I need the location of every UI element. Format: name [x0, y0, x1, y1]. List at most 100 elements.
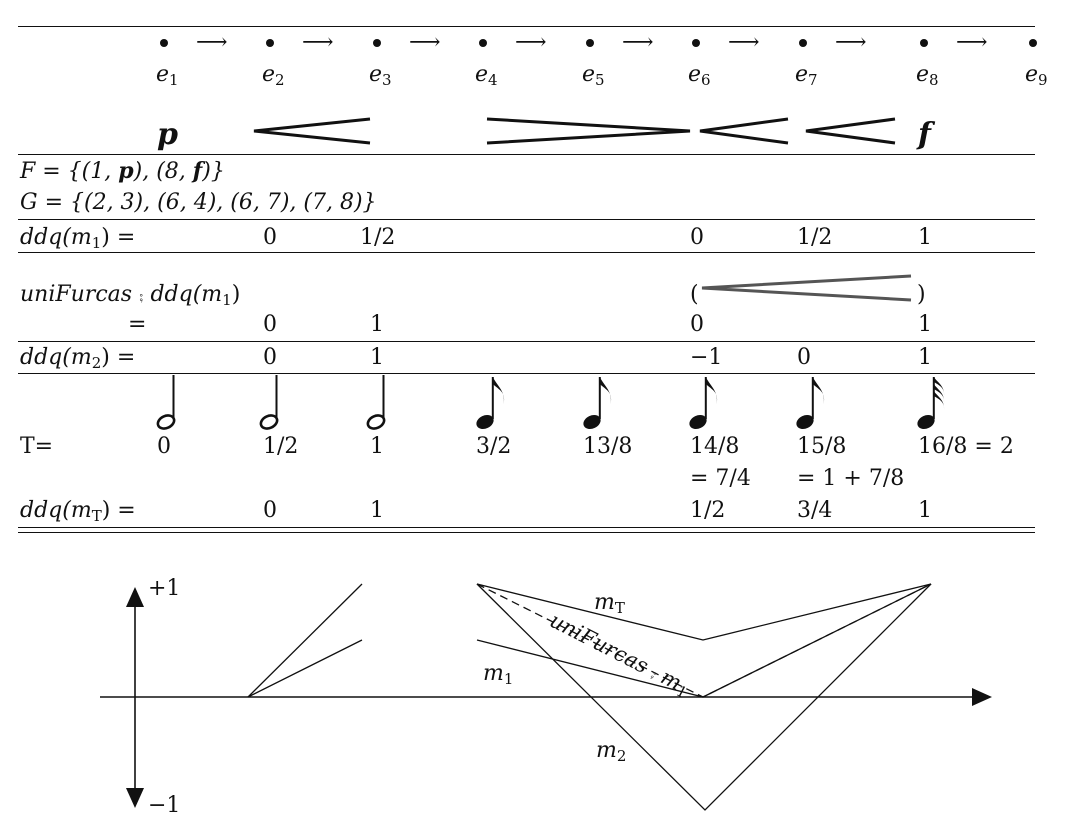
event-label-1: e1: [156, 62, 179, 89]
ddq-mT-value-e3: 1: [370, 498, 384, 523]
y-axis-top-label: +1: [148, 576, 181, 601]
uni-crescendo-hairpin: [701, 274, 912, 302]
rule-bottom-2: [18, 532, 1035, 533]
uni-paren-open: (: [690, 282, 699, 307]
rule-after-ddq-m1: [18, 252, 1035, 253]
curve-m2: [476, 583, 932, 811]
set-F: F = {(1, p), (8, f)}: [20, 158, 225, 184]
ddq-m1-label: ddq(m1) =: [20, 225, 136, 252]
uni-paren-close: ): [917, 282, 926, 307]
eighth-note-icon: [689, 377, 718, 430]
event-dot-7: [799, 39, 807, 47]
eighth-note-icon: [476, 377, 505, 430]
curve-label-m2: m2: [596, 738, 627, 765]
ddq-m2-value-e8: 1: [918, 345, 932, 370]
ddq-m1-value-e6: 0: [690, 225, 704, 250]
rule-bottom-1: [18, 527, 1035, 528]
uni-value-e2: 0: [263, 312, 277, 337]
arrow-7: ⟶: [835, 30, 867, 55]
ddq-m1-value-e3: 1/2: [360, 225, 396, 250]
T-extra-e6: = 7/4: [690, 466, 751, 491]
event-label-4: e4: [475, 62, 498, 89]
T-extra-e7: = 1 + 7/8: [797, 466, 905, 491]
rule-after-sets: [18, 219, 1035, 220]
T-value-e8: 16/8 = 2: [918, 434, 1014, 459]
uni-hairpin: [701, 274, 912, 302]
event-dot-6: [692, 39, 700, 47]
event-label-3: e3: [369, 62, 392, 89]
ddq-m1-value-e7: 1/2: [797, 225, 833, 250]
ddq-mT-value-e6: 1/2: [690, 498, 726, 523]
uni-value-e6: 0: [690, 312, 704, 337]
y-axis-bottom-label: −1: [148, 793, 181, 818]
crescendo-hairpin-1: [253, 117, 371, 145]
rule-after-ddq-m2: [18, 373, 1035, 374]
decrescendo-hairpin: [486, 117, 691, 145]
event-dot-4: [479, 39, 487, 47]
event-label-2: e2: [262, 62, 285, 89]
rule-after-dynamics: [18, 154, 1035, 155]
event-label-9: e9: [1025, 62, 1048, 89]
event-dot-5: [586, 39, 594, 47]
ddq-m2-value-e3: 1: [370, 345, 384, 370]
arrow-4: ⟶: [515, 30, 547, 55]
half-note-icon: [366, 375, 386, 430]
event-dot-2: [266, 39, 274, 47]
T-label: T=: [20, 434, 54, 459]
ddq-m2-label: ddq(m2) =: [20, 345, 136, 372]
dynamic-f: f: [918, 117, 931, 152]
event-label-8: e8: [916, 62, 939, 89]
uni-value-e8: 1: [918, 312, 932, 337]
arrow-8: ⟶: [956, 30, 988, 55]
T-value-e1: 0: [157, 434, 171, 459]
note-row: [156, 375, 945, 430]
y-axis-arrow-down-icon: [126, 788, 144, 808]
half-note-icon: [259, 375, 279, 430]
eighth-note-icon: [796, 377, 825, 430]
crescendo-hairpin-3: [805, 117, 896, 145]
half-note-icon: [156, 375, 176, 430]
T-value-e6: 14/8: [690, 434, 740, 459]
event-dots: [160, 39, 1037, 47]
arrow-6: ⟶: [728, 30, 760, 55]
T-value-e5: 13/8: [583, 434, 633, 459]
curve-label-m1: m1: [483, 661, 514, 688]
rule-top: [18, 26, 1035, 27]
event-label-5: e5: [582, 62, 605, 89]
event-dot-3: [373, 39, 381, 47]
event-label-6: e6: [688, 62, 711, 89]
ddq-m1-value-e8: 1: [918, 225, 932, 250]
T-value-e4: 3/2: [476, 434, 512, 459]
dynamic-p: p: [157, 117, 178, 152]
arrow-5: ⟶: [622, 30, 654, 55]
T-value-e3: 1: [370, 434, 384, 459]
y-axis-arrow-up-icon: [126, 587, 144, 607]
arrow-3: ⟶: [409, 30, 441, 55]
crescendo-hairpin-2: [699, 117, 789, 145]
ddq-m1-value-e2: 0: [263, 225, 277, 250]
arrow-1: ⟶: [196, 30, 228, 55]
ddq-mT-value-e7: 3/4: [797, 498, 833, 523]
uni-value-e3: 1: [370, 312, 384, 337]
thirtysecond-note-icon: [917, 377, 945, 430]
ddq-mT-value-e2: 0: [263, 498, 277, 523]
arrow-2: ⟶: [302, 30, 334, 55]
eighth-note-icon: [583, 377, 612, 430]
ddq-m2-value-e7: 0: [797, 345, 811, 370]
T-value-e2: 1/2: [263, 434, 299, 459]
event-dot-1: [160, 39, 168, 47]
set-G: G = {(2, 3), (6, 4), (6, 7), (7, 8)}: [20, 190, 377, 215]
curve-mT: [476, 583, 932, 641]
curve-uni-m1: [476, 583, 932, 698]
curve-label-mT: mT: [594, 590, 625, 617]
event-dot-8: [920, 39, 928, 47]
curve-m1-rise: [247, 639, 363, 698]
curve-mT-rise: [247, 583, 363, 698]
uni-label: uniFurcas ⨾ ddq(m1): [20, 282, 241, 309]
uni-eq: =: [128, 312, 147, 337]
ddq-m2-value-e6: −1: [690, 345, 723, 370]
ddq-m2-value-e2: 0: [263, 345, 277, 370]
ddq-mT-label: ddq(mT) =: [20, 498, 136, 525]
T-value-e7: 15/8: [797, 434, 847, 459]
